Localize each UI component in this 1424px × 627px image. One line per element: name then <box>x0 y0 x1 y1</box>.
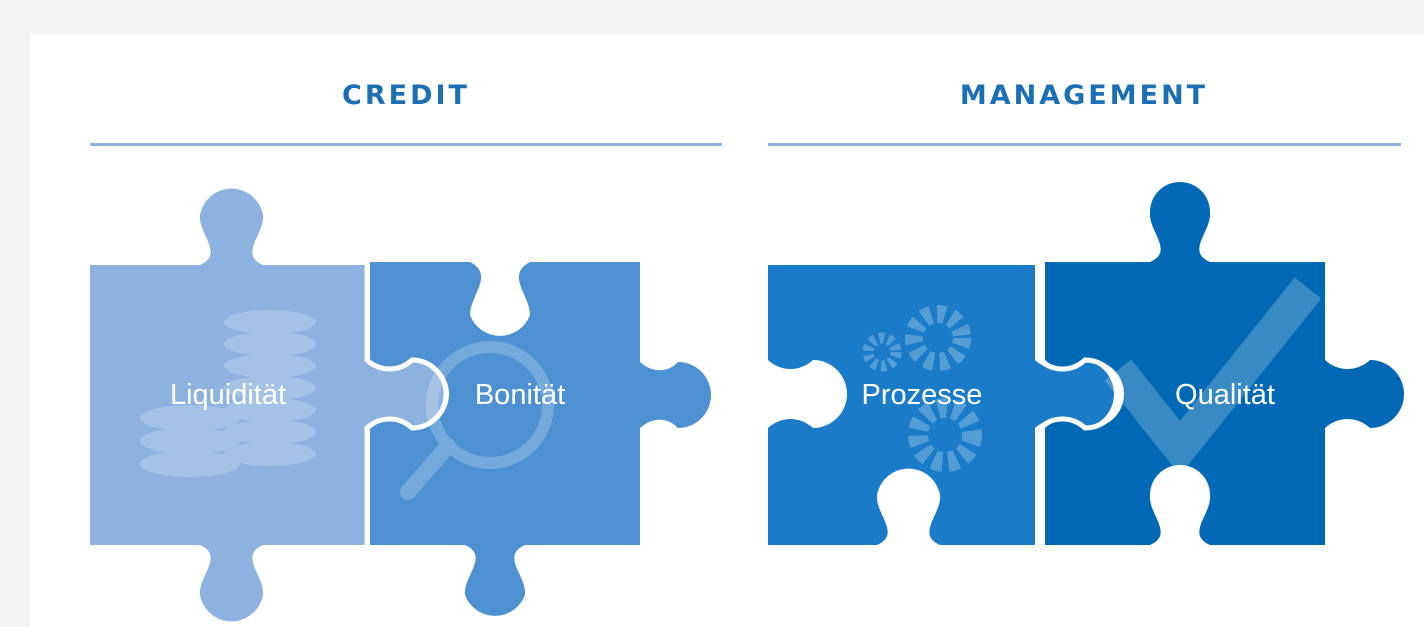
puzzle-piece-prozesse <box>768 265 1114 545</box>
section-title-credit: CREDIT <box>342 80 470 111</box>
checkmark-icon <box>1104 277 1322 476</box>
puzzle-label-bonitat: Bonität <box>474 379 566 411</box>
puzzle-piece-liquiditat <box>90 188 444 622</box>
magnifier-icon <box>400 341 554 500</box>
puzzle-seams <box>364 262 1122 547</box>
gears-icon <box>862 305 982 472</box>
puzzle-piece-qualitat <box>1045 182 1404 545</box>
puzzle-piece-bonitat <box>370 262 711 616</box>
puzzle-label-liquiditat: Liquidität <box>169 379 287 411</box>
section-divider-credit <box>90 143 722 146</box>
puzzle-label-qualitat: Qualität <box>1175 379 1275 411</box>
section-title-management: MANAGEMENT <box>959 80 1209 111</box>
puzzle-label-prozesse: Prozesse <box>861 379 983 411</box>
section-divider-management <box>768 143 1401 146</box>
coin-stack-icon <box>140 310 316 477</box>
